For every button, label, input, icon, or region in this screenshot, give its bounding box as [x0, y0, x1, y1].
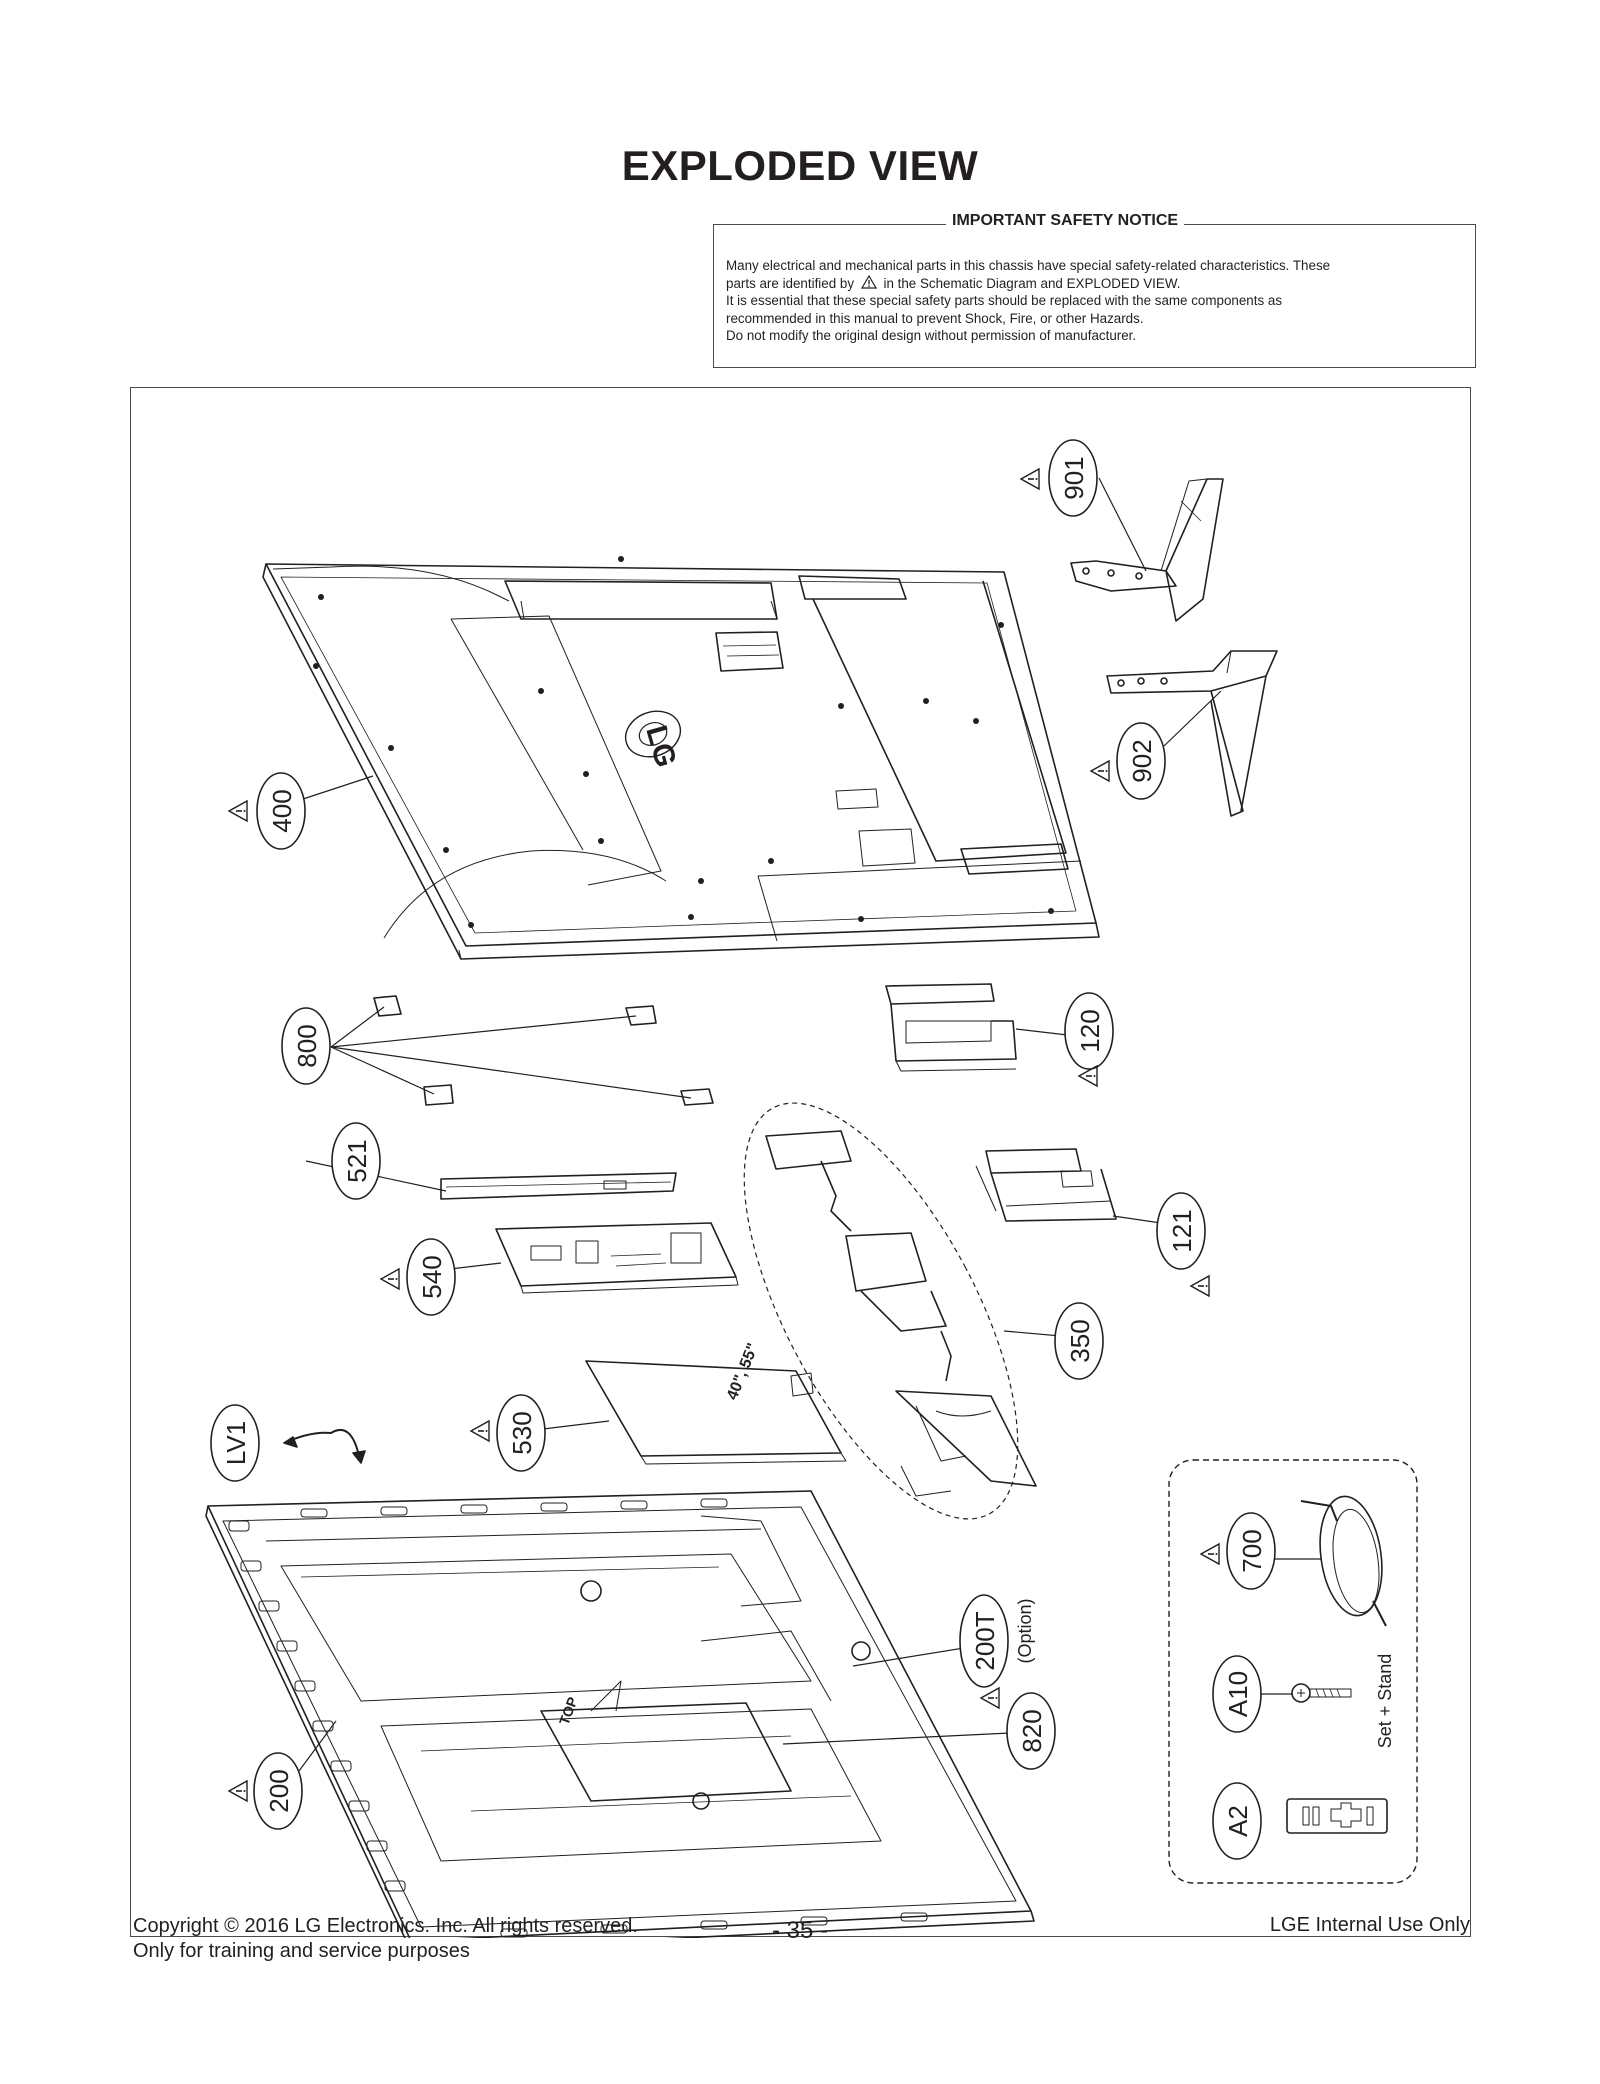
power-cord-part-700 — [1300, 1495, 1387, 1627]
safety-notice-box: IMPORTANT SAFETY NOTICE Many electrical … — [713, 212, 1476, 368]
notice-line-3: It is essential that these special safet… — [726, 293, 1283, 309]
warning-triangle-icon — [1090, 760, 1110, 782]
callout-200: 200 — [264, 1769, 294, 1812]
callout-530: 530 — [507, 1411, 537, 1454]
lg-logo-text: LG — [639, 722, 682, 771]
internal-use-label: LGE Internal Use Only — [1269, 1914, 1470, 1936]
notice-line-1: Many electrical and mechanical parts in … — [726, 258, 1331, 273]
module-frame-part-200: TOP — [205, 1490, 1035, 1938]
stand-base-part-901 — [1070, 478, 1224, 622]
warning-triangle-icon — [980, 1687, 1000, 1709]
power-board-part-120 — [885, 983, 1017, 1072]
callout-540: 540 — [417, 1255, 447, 1298]
safety-notice-title: IMPORTANT SAFETY NOTICE — [946, 212, 1185, 230]
bracket-part-521 — [440, 1172, 677, 1200]
accessory-box — [1168, 1459, 1418, 1884]
warning-triangle-icon — [1020, 468, 1040, 490]
notice-line-2b: in the Schematic Diagram and EXPLODED VI… — [883, 275, 1181, 291]
mount-holder-part-800 — [373, 995, 714, 1106]
warning-triangle-icon — [470, 1420, 490, 1442]
callout-A2: A2 — [1223, 1805, 1253, 1837]
lvds-cable-part-LV1 — [283, 1428, 366, 1464]
cable-assembly-boundary — [743, 1102, 1019, 1520]
main-board-part-540 — [495, 1222, 739, 1294]
callout-121: 121 — [1167, 1209, 1197, 1252]
warning-triangle-icon — [1190, 1275, 1210, 1297]
safety-notice-body: Many electrical and mechanical parts in … — [726, 257, 1466, 345]
leader-lines — [298, 477, 1321, 1772]
cable-assembly-part-350 — [765, 1130, 1037, 1497]
callout-820: 820 — [1017, 1709, 1047, 1752]
copyright-text: Copyright © 2016 LG Electronics. Inc. Al… — [133, 1915, 638, 1937]
callout-A10: A10 — [1223, 1671, 1253, 1717]
set-stand-note: Set + Stand — [1375, 1654, 1395, 1749]
exploded-view-diagram: LG — [130, 387, 1471, 1938]
callout-902: 902 — [1127, 739, 1157, 782]
callout-700: 700 — [1237, 1529, 1267, 1572]
notice-line-5: Do not modify the original design withou… — [726, 328, 1137, 344]
callout-LV1: LV1 — [221, 1421, 251, 1465]
notice-line-2: parts are identified by in the Schematic… — [726, 274, 1466, 293]
panel-module-part-530: 40", 55" — [585, 1341, 847, 1465]
warning-triangle-icons — [228, 468, 1220, 1802]
warning-triangle-icon — [380, 1268, 400, 1290]
callout-350: 350 — [1065, 1319, 1095, 1362]
page-number: - 35 - — [771, 1917, 828, 1944]
stand-base-part-902 — [1106, 650, 1278, 817]
panel-module-size-text: 40", 55" — [724, 1341, 762, 1403]
callout-120: 120 — [1075, 1009, 1105, 1052]
purpose-text: Only for training and service purposes — [133, 1940, 470, 1962]
back-cover-part: LG — [262, 563, 1100, 960]
notice-line-2a: parts are identified by — [726, 275, 855, 291]
footer-copyright: Copyright © 2016 LG Electronics. Inc. Al… — [133, 1914, 638, 1964]
callout-901: 901 — [1059, 456, 1089, 499]
warning-triangle-icon — [228, 800, 248, 822]
notice-line-4: recommended in this manual to prevent Sh… — [726, 310, 1144, 326]
option-note: (Option) — [1015, 1598, 1035, 1663]
warning-triangle-icon — [228, 1780, 248, 1802]
frame-edge-clips — [228, 1498, 928, 1938]
callout-521: 521 — [342, 1139, 372, 1182]
callout-800: 800 — [292, 1024, 322, 1067]
callout-400: 400 — [267, 789, 297, 832]
screw-part-A10 — [1291, 1683, 1352, 1703]
warning-triangle-icon — [860, 274, 877, 289]
warning-triangle-icon — [1200, 1543, 1220, 1565]
label-part-A2 — [1286, 1798, 1388, 1834]
exploded-view-drawing: LG — [205, 439, 1418, 1938]
top-arrow-text: TOP — [556, 1695, 581, 1727]
page-title: EXPLODED VIEW — [621, 142, 979, 189]
board-part-121 — [975, 1148, 1117, 1222]
callout-200T: 200T — [970, 1611, 1000, 1670]
